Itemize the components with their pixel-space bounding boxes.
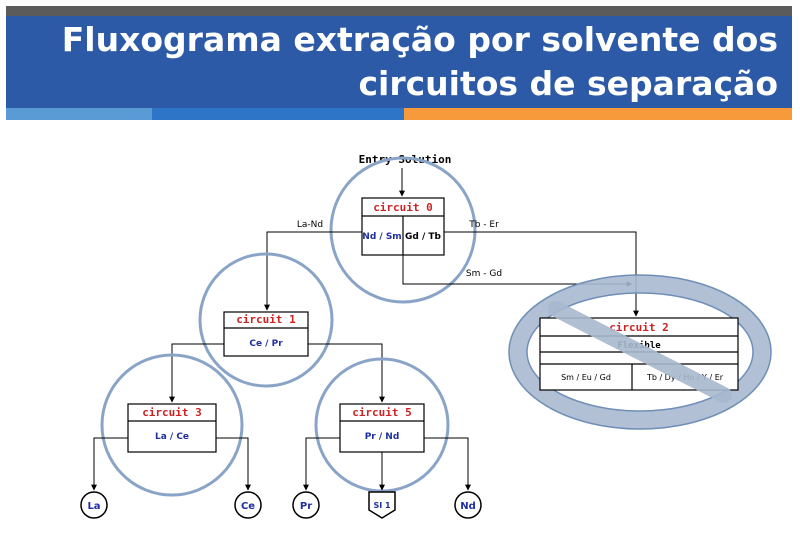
output-pr-label: Pr <box>300 501 312 512</box>
circuit-2-prohibition-ring <box>509 275 771 429</box>
circuit-1-label: Ce / Pr <box>249 339 283 349</box>
circuit-2-title: circuit 2 <box>609 321 669 334</box>
edge-circuit3-to-ce <box>216 437 251 491</box>
output-nd: Nd <box>454 491 482 519</box>
circuit-0-box: circuit 0 Nd / Sm Gd / Tb <box>361 197 445 256</box>
edge-la-nd-label: La-Nd <box>297 220 323 230</box>
accent-segment-light-blue <box>6 108 152 120</box>
edge-circuit1-to-circuit3 <box>169 343 224 403</box>
circuit-0-title: circuit 0 <box>373 201 433 214</box>
edge-circuit5-to-nd <box>424 437 471 491</box>
output-pr: Pr <box>292 491 320 519</box>
circuit-0-highlight-circle <box>329 156 477 304</box>
output-ce: Ce <box>234 491 262 519</box>
circuit-3-title: circuit 3 <box>142 406 202 419</box>
accent-bar <box>6 108 792 120</box>
circuit-0-left-label: Nd / Sm <box>362 232 401 242</box>
circuit-1-highlight-circle <box>198 252 334 388</box>
edge-sm-gd-label: Sm - Gd <box>466 269 502 279</box>
edge-circuit1-to-circuit5 <box>308 343 385 403</box>
output-ce-label: Ce <box>241 501 255 512</box>
title-header: Fluxograma extração por solvente dos cir… <box>6 16 792 108</box>
circuit-5-box: circuit 5 Pr / Nd <box>339 403 425 453</box>
circuit-5-highlight-circle <box>314 357 450 493</box>
circuit-1-box: circuit 1 Ce / Pr <box>223 311 309 357</box>
output-si1: SI 1 <box>368 491 396 519</box>
slide-title-line-2: circuitos de separação <box>358 64 778 103</box>
accent-segment-blue <box>152 108 404 120</box>
circuit-2-prohibition-slash <box>548 301 732 403</box>
circuit-3-box: circuit 3 La / Ce <box>127 403 217 453</box>
output-nd-label: Nd <box>460 501 476 512</box>
circuit-1-title: circuit 1 <box>236 313 296 326</box>
output-si1-label: SI 1 <box>373 501 391 510</box>
edge-circuit3-to-la <box>91 437 128 491</box>
output-la-label: La <box>87 501 100 512</box>
top-bar <box>6 6 792 16</box>
slide-title: Fluxograma extração por solvente dos cir… <box>62 18 778 106</box>
circuit-2-left-label: Sm / Eu / Gd <box>561 373 611 382</box>
circuit-3-highlight-circle <box>100 353 244 497</box>
circuit-0-right-label: Gd / Tb <box>405 232 442 242</box>
output-la: La <box>80 491 108 519</box>
circuit-5-label: Pr / Nd <box>365 432 400 442</box>
slide-title-line-1: Fluxograma extração por solvente dos <box>61 20 778 59</box>
edge-sm-gd <box>402 255 633 287</box>
accent-segment-orange <box>404 108 792 120</box>
circuit-3-label: La / Ce <box>155 432 189 442</box>
edge-tb-er-label: Tb - Er <box>468 220 499 230</box>
circuit-2-group: circuit 2 Flexible Sm / Eu / Gd Tb / Dy … <box>508 274 772 430</box>
circuit-5-title: circuit 5 <box>352 406 412 419</box>
edge-circuit5-to-pr <box>303 437 340 491</box>
separation-flowchart: Entry Solution circuit 0 Nd / Sm Gd / Tb… <box>80 153 772 519</box>
edge-la-nd <box>264 231 362 311</box>
